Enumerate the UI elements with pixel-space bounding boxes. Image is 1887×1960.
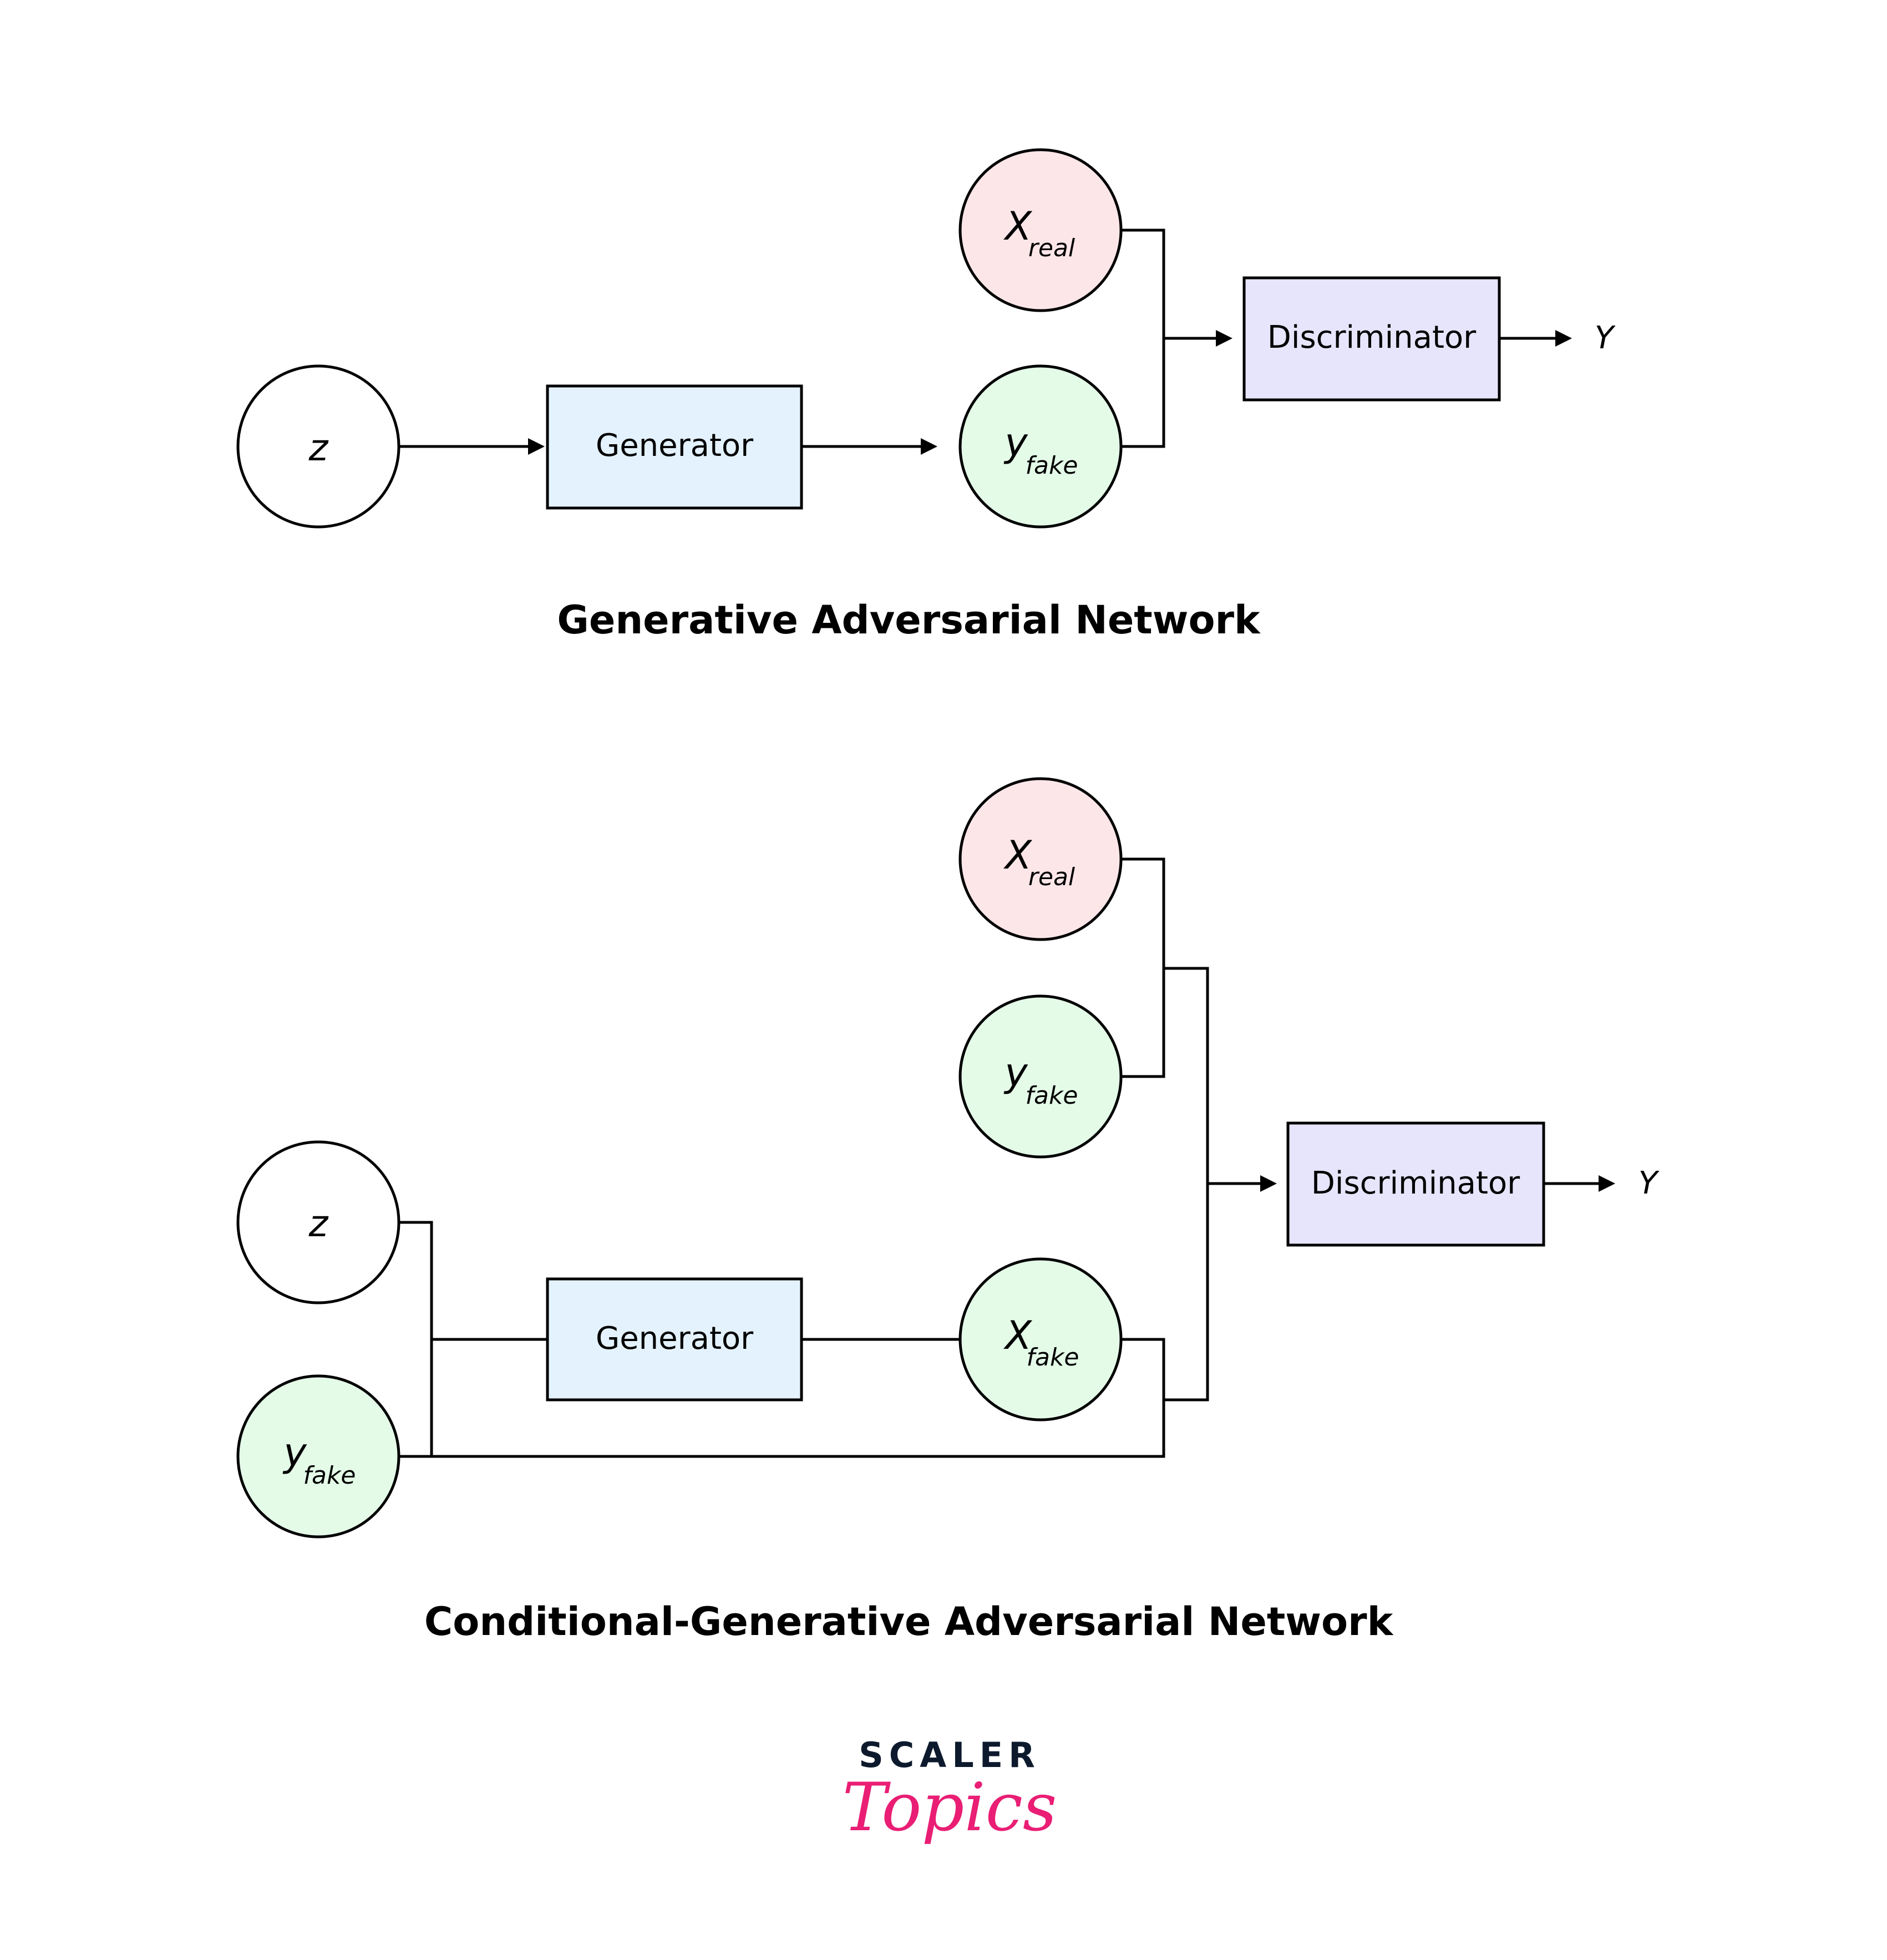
- discriminator-label: Discriminator: [1311, 1165, 1520, 1201]
- edge-real-pair-bracket: [1121, 857, 1165, 1078]
- node-noise-z-label: z: [308, 1202, 329, 1245]
- node-label-y: y fake: [236, 1374, 400, 1538]
- generator-block: Generator: [546, 1277, 803, 1402]
- node-real-x-main: X: [1003, 204, 1033, 249]
- node-fake-x: X fake: [958, 1257, 1123, 1421]
- arrowhead-to-output: [1555, 330, 1572, 347]
- edge-fake-pair-join: [1164, 967, 1209, 1402]
- gan-section: z Generator X real y fake Discriminator …: [236, 148, 1616, 643]
- node-fake-y: y fake: [958, 364, 1123, 529]
- node-fake-x-main: X: [1003, 1313, 1033, 1358]
- discriminator-label: Discriminator: [1267, 319, 1477, 356]
- output-label: Y: [1595, 320, 1616, 356]
- arrowhead-to-output: [1599, 1175, 1615, 1192]
- discriminator-block: Discriminator: [1286, 1121, 1545, 1247]
- node-real-x: X real: [958, 148, 1123, 312]
- arrowhead-to-discriminator: [1260, 1175, 1277, 1192]
- node-fake-y-main: y: [1003, 1050, 1028, 1095]
- edge-merge-bracket: [1121, 229, 1165, 448]
- cgan-title: Conditional-Generative Adversarial Netwo…: [424, 1599, 1394, 1644]
- generator-label: Generator: [596, 1321, 754, 1357]
- cgan-section: z y fake Generator X fake X real y fake: [236, 777, 1660, 1644]
- logo-topics-text: Topics: [843, 1769, 1057, 1846]
- arrowhead-z-to-generator: [528, 438, 545, 455]
- edge-inputs-bracket: [399, 1221, 433, 1458]
- node-real-x-main: X: [1003, 832, 1033, 878]
- gan-title: Generative Adversarial Network: [557, 597, 1261, 643]
- generator-label: Generator: [596, 428, 754, 464]
- node-real-x-sub: real: [1028, 234, 1076, 262]
- edge-label-to-disc-path: [432, 1338, 1165, 1458]
- node-real-x: X real: [958, 777, 1123, 941]
- output-label: Y: [1639, 1165, 1660, 1201]
- generator-block: Generator: [546, 384, 803, 510]
- node-noise-z: z: [236, 364, 400, 529]
- node-noise-z: z: [236, 1140, 400, 1304]
- logo-scaler-text: SCALER: [859, 1735, 1041, 1775]
- node-fake-y-sub: fake: [1025, 1081, 1078, 1110]
- node-label-y-sub: fake: [303, 1461, 356, 1490]
- discriminator-block: Discriminator: [1242, 276, 1501, 402]
- node-label-y-main: y: [282, 1430, 307, 1475]
- arrowhead-to-discriminator: [1216, 330, 1232, 347]
- node-fake-y: y fake: [958, 994, 1123, 1159]
- scaler-topics-logo: SCALER Topics: [843, 1735, 1057, 1846]
- arrowhead-generator-to-yfake: [921, 438, 937, 455]
- node-fake-y-sub: fake: [1025, 451, 1078, 480]
- node-fake-y-main: y: [1003, 420, 1028, 465]
- node-noise-z-label: z: [308, 426, 329, 469]
- node-real-x-sub: real: [1028, 863, 1076, 891]
- node-fake-x-sub: fake: [1026, 1343, 1079, 1372]
